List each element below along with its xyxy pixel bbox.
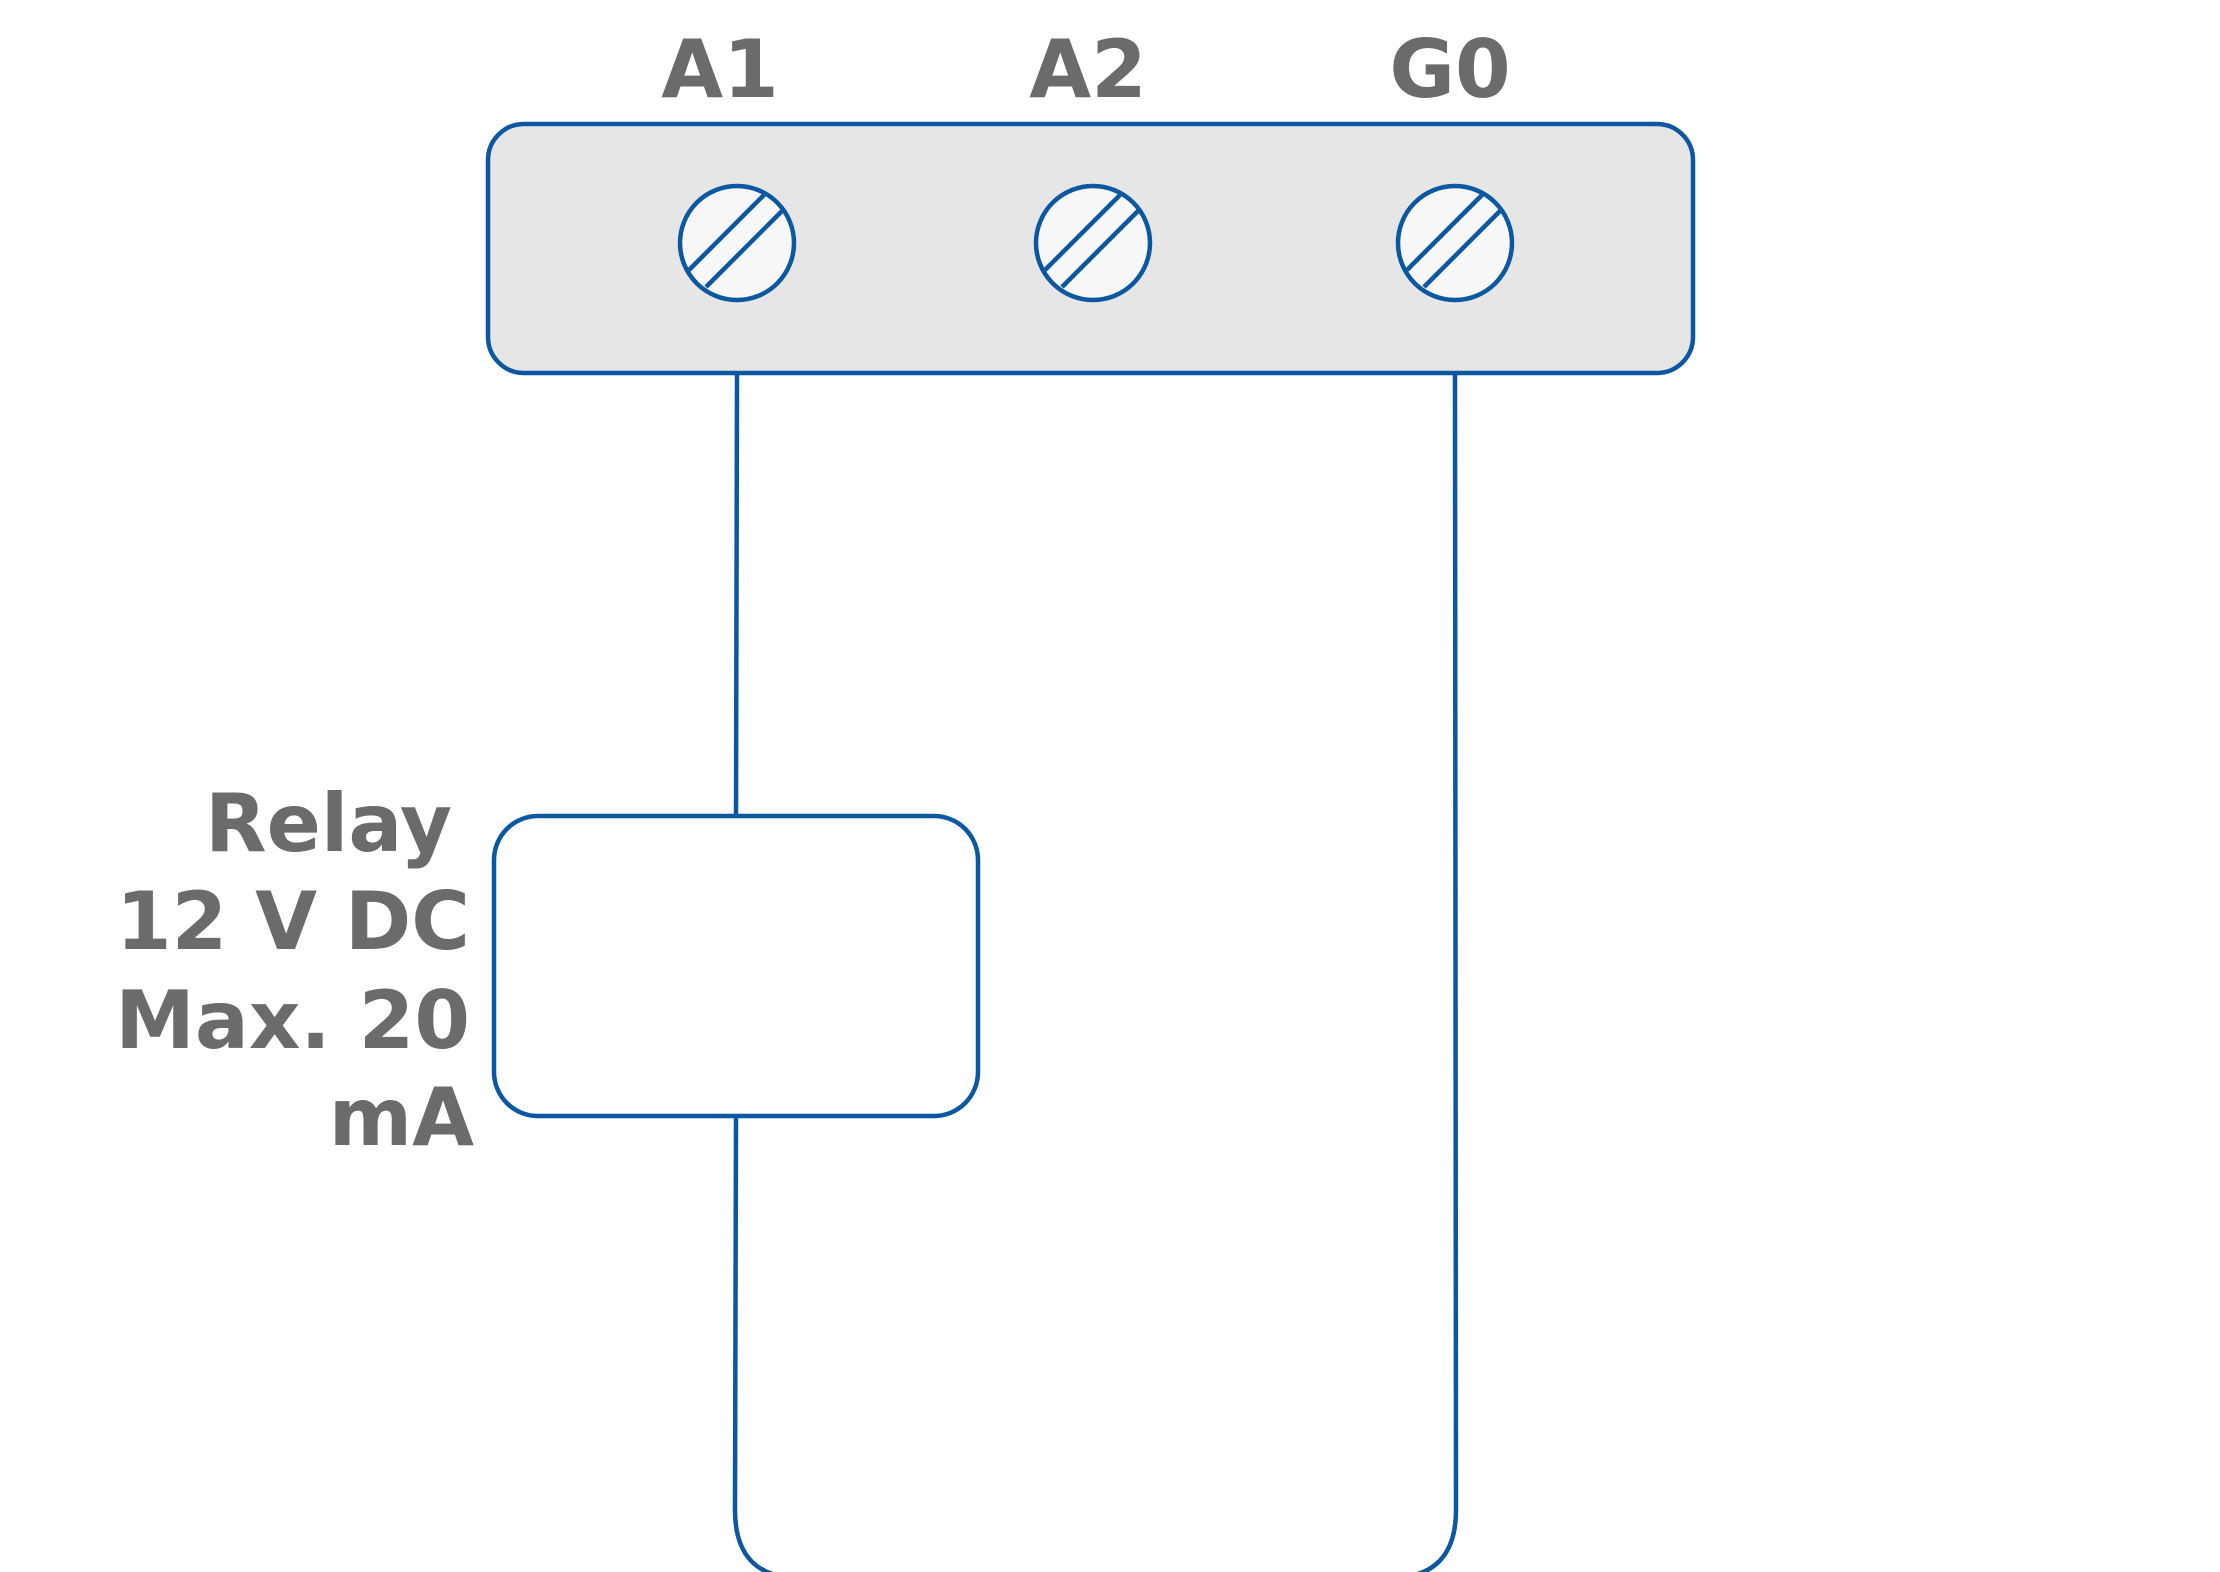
terminal-label-a1: A1 bbox=[661, 23, 779, 116]
screw-slot-a1-lower bbox=[704, 209, 784, 289]
screw-terminal-a2[interactable] bbox=[1033, 183, 1153, 303]
terminal-label-g0: G0 bbox=[1389, 23, 1510, 116]
screw-head-a1 bbox=[677, 183, 797, 303]
relay-label-line-3: Max. 20 bbox=[115, 974, 470, 1067]
screw-slot-a2-lower bbox=[1060, 209, 1140, 289]
screw-terminal-g0[interactable] bbox=[1395, 183, 1515, 303]
relay-label-line-4: mA bbox=[329, 1071, 474, 1164]
screw-terminal-a1[interactable] bbox=[677, 183, 797, 303]
wire-a1-to-relay bbox=[733, 372, 740, 817]
screw-head-g0 bbox=[1395, 183, 1515, 303]
relay-label-line-1: Relay bbox=[205, 777, 452, 870]
wire-relay-to-g0 bbox=[732, 372, 1459, 1572]
screw-head-a2 bbox=[1033, 183, 1153, 303]
screw-slot-g0-upper bbox=[1405, 193, 1484, 272]
terminal-label-a2: A2 bbox=[1029, 23, 1147, 116]
relay-coil-box bbox=[491, 813, 981, 1119]
relay-label-line-2: 12 V DC bbox=[116, 875, 470, 968]
screw-slot-a2-upper bbox=[1043, 193, 1122, 272]
screw-slot-a1-upper bbox=[687, 193, 766, 272]
screw-slot-g0-lower bbox=[1422, 209, 1502, 289]
